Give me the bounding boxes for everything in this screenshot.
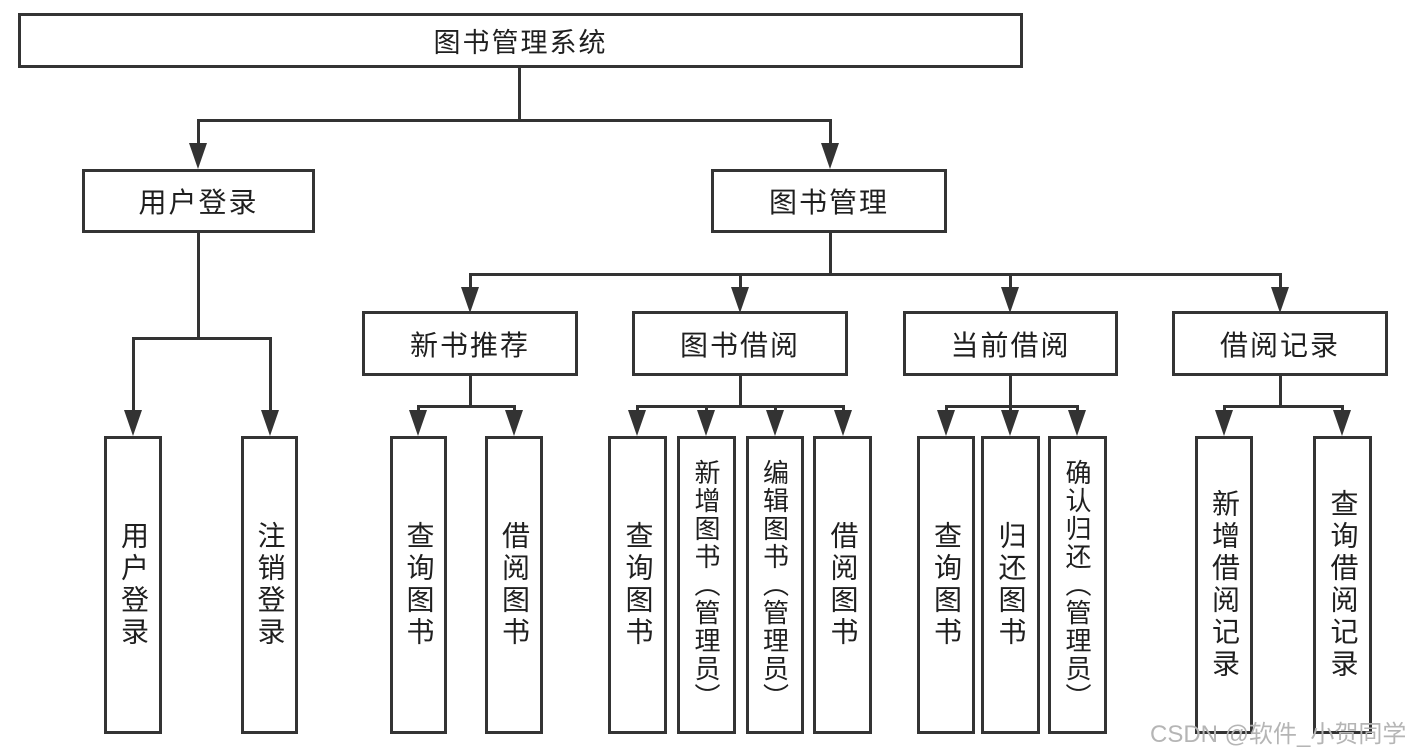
leaf-query-book-3: 查询图书: [917, 436, 975, 734]
node-book-borrow: 图书借阅: [632, 311, 848, 376]
connector-vline: [829, 119, 832, 149]
connector-hline: [469, 273, 1281, 276]
arrowhead-down-icon: [261, 410, 279, 436]
connector-vline: [739, 273, 742, 292]
arrowhead-down-icon: [409, 410, 427, 436]
leaf-edit-book-admin-label: 编辑图书（管理员）: [759, 459, 790, 711]
watermark: CSDN @软件_小贺同学: [1150, 721, 1405, 747]
leaf-return-book: 归还图书: [981, 436, 1040, 734]
arrowhead-down-icon: [697, 410, 715, 436]
leaf-add-borrow-record-label: 新增借阅记录: [1209, 489, 1240, 681]
leaf-confirm-return-admin-label: 确认归还（管理员）: [1062, 459, 1092, 711]
arrowhead-down-icon: [1001, 410, 1019, 436]
connector-vline: [1009, 273, 1012, 292]
leaf-add-borrow-record: 新增借阅记录: [1195, 436, 1253, 734]
leaf-logout: 注销登录: [241, 436, 298, 734]
node-borrow-record: 借阅记录: [1172, 311, 1388, 376]
leaf-edit-book-admin: 编辑图书（管理员）: [746, 436, 804, 734]
arrowhead-down-icon: [628, 410, 646, 436]
leaf-query-book-1: 查询图书: [390, 436, 447, 734]
leaf-borrow-book-1-label: 借阅图书: [499, 521, 530, 649]
leaf-add-book-admin-label: 新增图书（管理员）: [691, 459, 721, 711]
connector-hline: [417, 405, 515, 408]
node-borrow-record-label: 借阅记录: [1219, 329, 1340, 361]
leaf-query-book-2-label: 查询图书: [622, 521, 654, 649]
connector-vline: [1279, 376, 1282, 408]
leaf-borrow-book-2: 借阅图书: [813, 436, 872, 734]
node-root: 图书管理系统: [18, 13, 1023, 68]
node-root-label: 图书管理系统: [433, 28, 608, 58]
leaf-query-borrow-record-label: 查询借阅记录: [1327, 489, 1359, 681]
connector-vline: [829, 233, 832, 276]
node-book-borrow-label: 图书借阅: [679, 329, 800, 361]
leaf-confirm-return-admin: 确认归还（管理员）: [1048, 436, 1107, 734]
leaf-query-book-2: 查询图书: [608, 436, 667, 734]
node-user-login-label: 用户登录: [138, 187, 259, 218]
leaf-return-book-label: 归还图书: [995, 521, 1027, 649]
arrowhead-down-icon: [1001, 287, 1019, 313]
node-book-management-label: 图书管理: [768, 187, 889, 218]
connector-hline: [132, 337, 271, 340]
connector-vline: [197, 119, 200, 149]
leaf-borrow-book-1: 借阅图书: [485, 436, 543, 734]
connector-vline: [269, 337, 272, 416]
node-new-book-recommend-label: 新书推荐: [409, 329, 530, 361]
leaf-query-book-1-label: 查询图书: [403, 521, 435, 649]
node-current-borrow-label: 当前借阅: [950, 329, 1071, 361]
connector-vline: [1009, 376, 1012, 408]
connector-vline: [132, 337, 135, 416]
arrowhead-down-icon: [1215, 410, 1233, 436]
connector-vline: [518, 68, 521, 122]
leaf-user-login-label: 用户登录: [118, 521, 149, 649]
arrowhead-down-icon: [834, 410, 852, 436]
arrowhead-down-icon: [189, 143, 207, 169]
node-book-management: 图书管理: [711, 169, 947, 233]
arrowhead-down-icon: [124, 410, 142, 436]
connector-vline: [469, 376, 472, 408]
arrowhead-down-icon: [766, 410, 784, 436]
connector-vline: [739, 376, 742, 408]
node-user-login: 用户登录: [82, 169, 315, 233]
arrowhead-down-icon: [1333, 410, 1351, 436]
arrowhead-down-icon: [731, 287, 749, 313]
connector-vline: [197, 233, 200, 340]
connector-vline: [469, 273, 472, 292]
connector-vline: [1279, 273, 1282, 292]
arrowhead-down-icon: [1068, 410, 1086, 436]
arrowhead-down-icon: [461, 287, 479, 313]
connector-hline: [1223, 405, 1343, 408]
connector-hline: [197, 119, 831, 122]
arrowhead-down-icon: [1271, 287, 1289, 313]
leaf-logout-label: 注销登录: [254, 521, 286, 649]
node-current-borrow: 当前借阅: [903, 311, 1118, 376]
node-new-book-recommend: 新书推荐: [362, 311, 578, 376]
arrowhead-down-icon: [821, 143, 839, 169]
leaf-query-borrow-record: 查询借阅记录: [1313, 436, 1372, 734]
leaf-query-book-3-label: 查询图书: [931, 521, 962, 649]
arrowhead-down-icon: [937, 410, 955, 436]
leaf-user-login: 用户登录: [104, 436, 162, 734]
arrowhead-down-icon: [505, 410, 523, 436]
leaf-borrow-book-2-label: 借阅图书: [827, 521, 859, 649]
leaf-add-book-admin: 新增图书（管理员）: [677, 436, 736, 734]
